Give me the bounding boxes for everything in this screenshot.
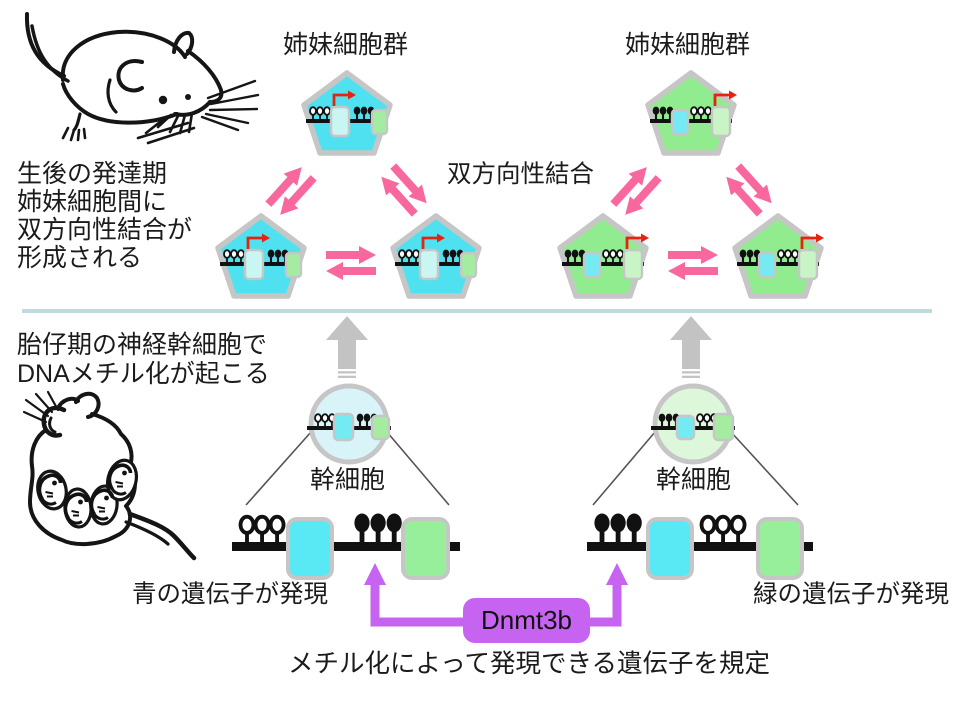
postnatal-line: 姉妹細胞間に — [17, 188, 168, 216]
sister-cell-green-left — [556, 212, 650, 300]
postnatal-line: 生後の発達期 — [17, 160, 168, 188]
sister-cell-blue-left — [214, 212, 308, 300]
pregnant-mouse-drawing — [22, 390, 197, 561]
blue-gene-expressed-label: 青の遺伝子が発現 — [132, 581, 328, 608]
dnmt3b-label: Dnmt3b — [480, 605, 573, 635]
bidirectional-binding-label: 双方向性結合 — [447, 161, 594, 188]
stem-cell-green — [651, 382, 735, 466]
fetal-line: DNAメチル化が起こる — [17, 360, 270, 388]
methylation-caption: メチル化によって発現できる遺伝子を規定 — [288, 650, 770, 678]
bidirectional-arrows-icon — [326, 246, 376, 280]
postnatal-text-block: 生後の発達期 姉妹細胞間に 双方向性結合が 形成される — [17, 160, 192, 272]
stage-divider-line — [22, 309, 932, 313]
gene-locus-green-expressed — [587, 505, 813, 580]
sister-cell-green-right — [731, 212, 825, 300]
up-arrow-icon — [670, 316, 712, 378]
bidirectional-arrows-icon — [668, 246, 718, 280]
stem-cell-label-right: 幹細胞 — [656, 466, 732, 494]
gene-locus-blue-expressed — [232, 505, 460, 580]
sister-cell-blue-top — [300, 69, 394, 157]
fetal-text-block: 胎仔期の神経幹細胞で DNAメチル化が起こる — [17, 331, 270, 389]
postnatal-line: 形成される — [17, 244, 143, 272]
sister-group-label-right: 姉妹細胞群 — [625, 31, 751, 59]
dnmt3b-label-box: Dnmt3b — [463, 598, 590, 643]
green-gene-expressed-label: 緑の遺伝子が発現 — [753, 581, 949, 608]
up-arrow-icon — [326, 316, 368, 378]
sister-cell-blue-right — [389, 212, 483, 300]
sister-cell-green-top — [644, 69, 738, 157]
adult-mouse-drawing — [24, 12, 260, 145]
fetal-line: 胎仔期の神経幹細胞で — [17, 331, 268, 359]
stem-cell-blue — [307, 382, 391, 466]
sister-group-label-left: 姉妹細胞群 — [283, 31, 409, 59]
postnatal-line: 双方向性結合が — [17, 216, 193, 244]
stem-cell-label-left: 幹細胞 — [310, 466, 386, 494]
